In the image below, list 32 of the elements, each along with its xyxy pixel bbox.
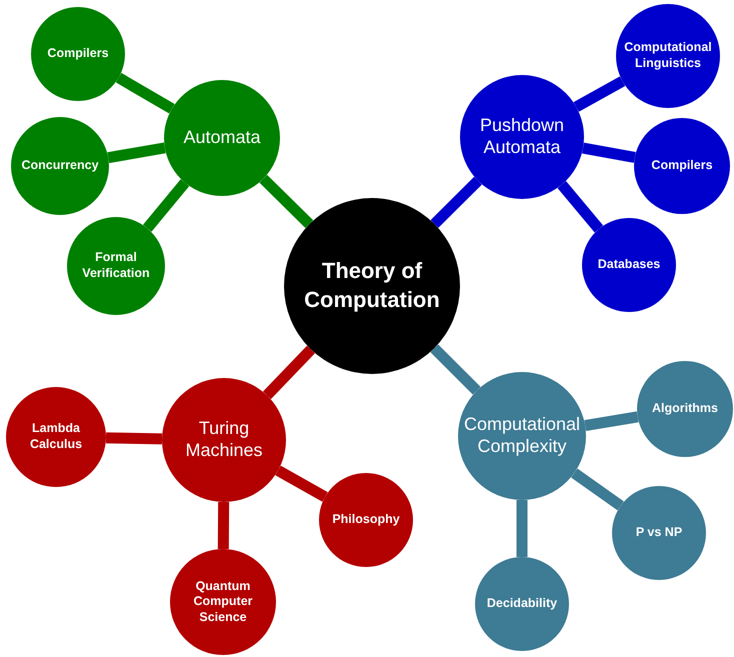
topic-label: Computational Complexity [462, 414, 582, 458]
branch-connector [143, 179, 190, 232]
branch-connector [584, 411, 639, 431]
topic-label: Formal Verification [81, 250, 151, 282]
topic-label: Pushdown Automata [478, 115, 566, 159]
topic-label: Automata [183, 127, 261, 149]
branch-connector [218, 502, 230, 550]
topic-label: Quantum Computer Science [192, 578, 254, 626]
branch-connector [116, 72, 175, 114]
topic-label: Theory of Computation [303, 257, 441, 314]
topic-label: Philosophy [332, 512, 400, 528]
branch-connector [574, 76, 626, 112]
branch-connector [259, 174, 314, 228]
topic-label: Algorithms [652, 401, 718, 417]
branch-connector [582, 142, 636, 163]
topic-label: Concurrency [21, 158, 99, 174]
topic-label: Compilers [47, 46, 109, 62]
topic-label: Decidability [486, 596, 558, 612]
topic-label: Lambda Calculus [28, 421, 84, 453]
topic-label: Databases [598, 257, 660, 273]
branch-connector [430, 344, 481, 395]
topic-label: Turing Machines [184, 418, 264, 462]
branch-connector [107, 142, 166, 164]
topic-label: Compilers [651, 158, 713, 174]
topic-label: P vs NP [636, 525, 682, 541]
topic-label: Computational Linguistics [623, 40, 713, 72]
branch-connector [558, 181, 604, 232]
branch-connector [516, 500, 528, 557]
branch-connector [275, 466, 328, 502]
branch-connector [430, 176, 482, 228]
branch-connector [263, 346, 315, 400]
branch-connector [106, 432, 162, 444]
